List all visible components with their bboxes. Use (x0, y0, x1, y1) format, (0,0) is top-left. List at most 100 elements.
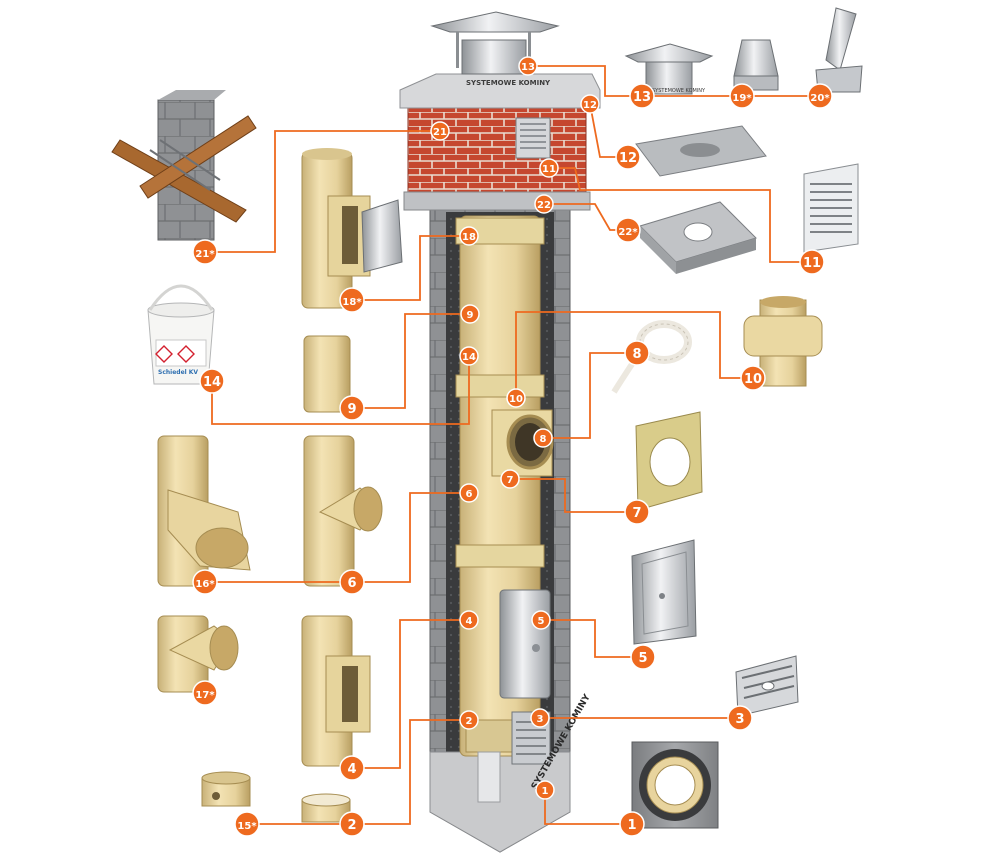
callout-badge-circle (460, 304, 480, 324)
callout-badge-c22: 22 (534, 194, 554, 214)
product-sealing-rope (611, 320, 692, 394)
product-centering-sleeve (743, 296, 823, 387)
drain-pipe (477, 751, 501, 803)
leader-line (541, 619, 643, 658)
callout-badge-label: 7 (507, 475, 514, 486)
callout-badge-label: 5 (538, 616, 545, 627)
callout-badge-c18: 18 (459, 226, 479, 246)
callout-badge-label: 22* (618, 227, 638, 238)
callout-badge-label: 9 (467, 310, 474, 321)
cap-brand: SYSTEMOWE KOMINY (652, 88, 706, 94)
callout-badge-c13: 13 (518, 56, 538, 76)
callout-badge-circle (192, 569, 218, 595)
leader-line (543, 352, 637, 439)
callout-badge-p9: 9 (339, 395, 365, 421)
bucket-name: Schiedel KV (158, 369, 198, 376)
callout-badge-circle (199, 368, 225, 394)
callout-badge-p15: 15* (234, 811, 260, 837)
rain-cap-post-right (528, 32, 531, 68)
callout-badge-label: 10 (744, 372, 762, 387)
callout-badge-p11: 11 (799, 249, 825, 275)
leader-line (528, 65, 642, 97)
callout-badge-circle (339, 569, 365, 595)
callout-badge-label: 14 (462, 352, 476, 363)
callout-badge-label: 3 (735, 712, 744, 727)
product-adhesive-bucket: Schiedel KV (147, 284, 215, 385)
callout-badge-label: 19* (732, 93, 752, 104)
callout-badge-label: 11 (803, 256, 821, 271)
callout-badge-circle (539, 158, 559, 178)
callout-badge-circle (339, 755, 365, 781)
product-drip-bowl (201, 771, 251, 807)
leader-line (205, 492, 469, 583)
callout-badge-circle (531, 610, 551, 630)
product-angled-tee (157, 435, 251, 587)
product-block-cross-section (631, 741, 719, 829)
brick-head (407, 103, 587, 193)
callout-badge-label: 21 (433, 127, 447, 138)
cleanout-door-knob (532, 644, 540, 652)
callout-badge-circle (630, 644, 656, 670)
callout-badge-label: 13 (521, 62, 535, 73)
callout-badge-c1: 1 (535, 780, 555, 800)
callout-badge-circle (615, 217, 641, 243)
product-cover-plate (635, 125, 767, 177)
callout-badge-label: 21* (195, 249, 215, 260)
leader-line (205, 130, 440, 253)
callout-badge-c9: 9 (460, 304, 480, 324)
callout-badge-label: 2 (347, 818, 356, 833)
leader-line (352, 235, 469, 301)
product-pipe-segment (303, 335, 351, 413)
callout-badge-label: 8 (540, 434, 547, 445)
callout-badge-circle (459, 226, 479, 246)
callout-badge-c6: 6 (459, 483, 479, 503)
callout-badge-label: 11 (542, 164, 556, 175)
callout-badge-p21: 21* (192, 239, 218, 265)
callout-badge-label: 18* (342, 297, 362, 308)
product-soot-door-element (301, 148, 403, 309)
centering-ring-low (455, 544, 545, 568)
callout-badge-c3: 3 (530, 708, 550, 728)
callout-badge-circle (234, 811, 260, 837)
callout-badge-label: 12 (619, 151, 637, 166)
callout-badge-circle (729, 83, 755, 109)
product-cleanout-door (631, 539, 697, 645)
callout-badge-p20: 20* (807, 83, 833, 109)
callout-badge-circle (807, 83, 833, 109)
callout-badge-circle (727, 705, 753, 731)
leader-line (247, 719, 469, 825)
callout-badge-p17: 17* (192, 680, 218, 706)
leader-lines (205, 65, 820, 825)
product-wall-plate (635, 411, 703, 511)
callout-badge-circle (459, 710, 479, 730)
callout-badge-label: 12 (583, 100, 597, 111)
callout-badge-label: 14 (203, 375, 221, 390)
callout-badge-circle (430, 121, 450, 141)
callout-badge-circle (619, 811, 645, 837)
callout-badge-c21: 21 (430, 121, 450, 141)
product-base-slab (639, 201, 757, 274)
callout-badge-label: 4 (347, 762, 356, 777)
callout-badge-label: 4 (466, 616, 473, 627)
callout-badge-c14: 14 (459, 346, 479, 366)
callout-badge-label: 6 (347, 576, 356, 591)
callout-badge-circle (624, 499, 650, 525)
cover-plate (399, 73, 601, 109)
product-cleanout-tee (301, 615, 371, 767)
leader-line (510, 478, 637, 513)
product-connector-tee (303, 435, 383, 587)
leader-line (352, 619, 469, 769)
product-ventilation-grid (735, 655, 799, 717)
product-short-tee (157, 615, 239, 693)
callout-badge-label: 15* (237, 821, 257, 832)
ventilation-grid-slats (516, 721, 546, 755)
callout-badge-p14: 14 (199, 368, 225, 394)
callout-badge-circle (580, 94, 600, 114)
callout-badge-c2: 2 (459, 710, 479, 730)
callout-badge-circle (629, 83, 655, 109)
callout-badge-circle (535, 780, 555, 800)
callout-badge-p8: 8 (624, 340, 650, 366)
callout-badges: 13 21 12 11 22 18 9 14 10 8 7 6 5 4 3 2 11 3 19* 20* 12 22* 1 1… (192, 56, 833, 837)
product-condensate-tray (301, 793, 351, 823)
